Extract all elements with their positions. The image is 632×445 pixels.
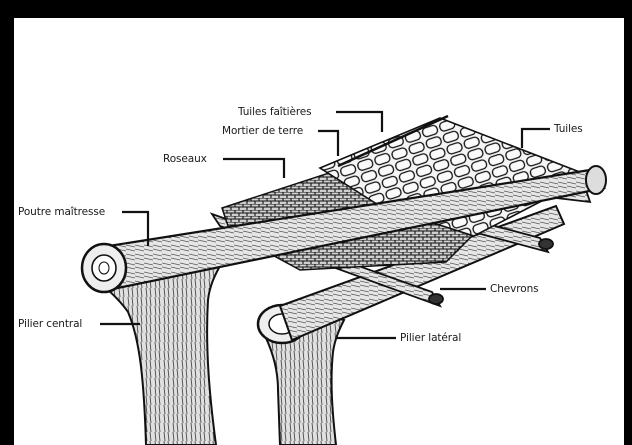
label-mortier-de-terre: Mortier de terre bbox=[222, 125, 303, 137]
label-tuiles: Tuiles bbox=[554, 123, 583, 135]
label-poutre-maitresse: Poutre maîtresse bbox=[18, 206, 105, 218]
label-pilier-central: Pilier central bbox=[18, 318, 82, 330]
label-pilier-lateral: Pilier latéral bbox=[400, 332, 461, 344]
label-roseaux: Roseaux bbox=[163, 153, 207, 165]
label-chevrons: Chevrons bbox=[490, 283, 539, 295]
label-tuiles-faitieres: Tuiles faîtières bbox=[238, 106, 312, 118]
